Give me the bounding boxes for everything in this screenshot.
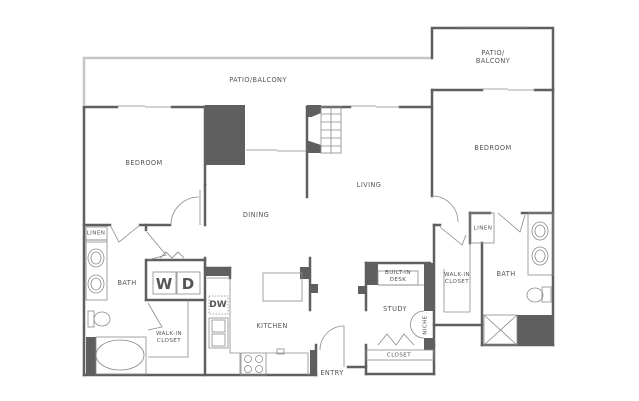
walls [82, 26, 555, 377]
room-label-bedroom-right: BEDROOM [474, 144, 512, 152]
dryer-label: D [181, 275, 195, 293]
room-label-entry: ENTRY [320, 369, 344, 377]
room-label-patio-balcony-right: PATIO/ BALCONY [475, 49, 511, 65]
room-label-bath-left: BATH [117, 279, 137, 287]
door-swings [109, 195, 526, 367]
room-label-linen-right: LINEN [473, 225, 493, 232]
label-niche: NICHE [422, 315, 429, 335]
solid-masses [86, 105, 553, 375]
dishwasher-label: DW [209, 300, 227, 310]
room-label-walkin-closet-right: WALK-IN CLOSET [444, 272, 470, 285]
sliding-doors [117, 26, 535, 225]
room-label-linen-left: LINEN [86, 230, 106, 237]
room-label-study: STUDY [383, 305, 407, 313]
room-label-living: LIVING [356, 181, 382, 189]
room-label-kitchen: KITCHEN [256, 322, 288, 330]
room-label-bath-right: BATH [496, 270, 516, 278]
fireplace [309, 106, 342, 154]
room-label-closet: CLOSET [386, 352, 412, 359]
balcony-railing [82, 56, 432, 105]
room-label-patio-balcony: PATIO/BALCONY [229, 76, 287, 84]
room-label-bedroom-left: BEDROOM [125, 159, 163, 167]
room-label-dining: DINING [242, 211, 270, 219]
label-built-in-desk: BUILT-IN DESK [385, 270, 411, 283]
fixtures [85, 212, 554, 376]
washer-label: W [155, 275, 173, 293]
room-label-walkin-closet-left: WALK-IN CLOSET [156, 331, 182, 344]
